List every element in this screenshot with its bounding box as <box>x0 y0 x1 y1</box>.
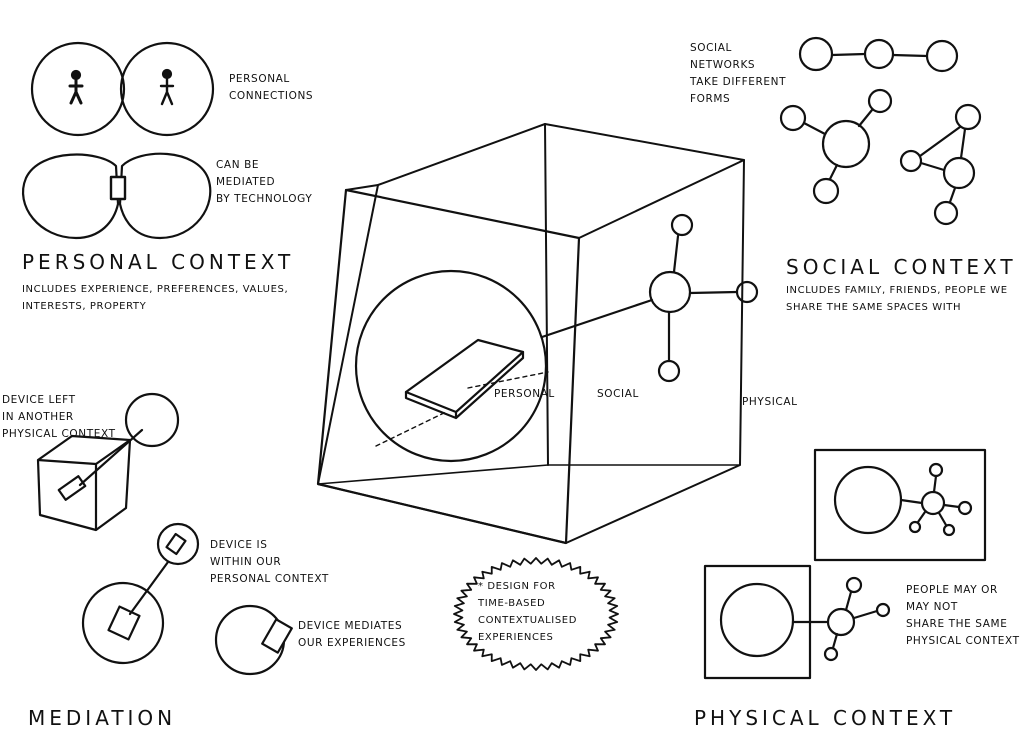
device-slab <box>404 338 525 414</box>
person-circle <box>719 582 795 658</box>
personal-context-title: PERSONAL CONTEXT <box>22 250 295 274</box>
physical-context-sketch <box>703 448 987 680</box>
network-node <box>925 39 959 73</box>
device-icon <box>109 175 127 201</box>
dashed-guides <box>375 371 549 447</box>
mediation-sketch <box>36 392 293 676</box>
device-icon <box>261 618 293 654</box>
device-icon <box>165 532 187 556</box>
personal-circle <box>81 581 165 665</box>
social-links <box>899 474 961 527</box>
network-link <box>918 125 967 204</box>
connection-line <box>78 428 144 487</box>
device-mediates-note: DEVICE MEDIATES OUR EXPERIENCES <box>298 620 406 649</box>
mediated-circle-right <box>118 152 212 240</box>
design-starburst <box>453 557 619 671</box>
social-networks-sketch <box>779 36 982 226</box>
network-node <box>798 36 834 72</box>
network-link <box>802 108 874 181</box>
social-node <box>657 359 681 383</box>
network-node <box>867 88 893 114</box>
network-link <box>830 52 929 58</box>
cube-label-physical: PHYSICAL <box>742 396 798 408</box>
person-circle-left <box>30 41 126 137</box>
personal-context-description: INCLUDES EXPERIENCE, PREFERENCES, VALUES… <box>22 284 289 312</box>
social-node <box>823 646 839 662</box>
person-context-circle <box>124 392 180 448</box>
social-node <box>928 462 944 478</box>
cube-hidden-edges <box>317 464 741 485</box>
mediated-connection-sketch <box>21 152 212 240</box>
network-node <box>779 104 807 132</box>
person-icon <box>159 68 175 106</box>
network-node <box>899 149 923 173</box>
box-context <box>36 434 132 532</box>
device-left-note: DEVICE LEFT IN ANOTHER PHYSICAL CONTEXT <box>2 394 116 440</box>
social-node <box>670 213 694 237</box>
network-node <box>821 119 871 169</box>
social-node <box>875 602 891 618</box>
social-node <box>942 523 956 537</box>
social-node <box>908 520 922 534</box>
physical-context-title: PHYSICAL CONTEXT <box>694 706 957 730</box>
social-hub-node <box>826 607 856 637</box>
context-cube <box>316 123 759 545</box>
device-icon <box>57 475 87 501</box>
design-note: * DESIGN FOR TIME-BASED CONTEXTUALISED E… <box>478 581 577 643</box>
cube-back-face <box>317 123 745 544</box>
cube-label-social: SOCIAL <box>597 388 639 400</box>
device-icon <box>107 605 141 641</box>
mediated-note: CAN BE MEDIATED BY TECHNOLOGY <box>216 159 313 205</box>
cube-top-edges <box>345 123 745 466</box>
person-circle <box>833 465 903 535</box>
network-node <box>933 200 959 226</box>
person-icon <box>68 69 84 105</box>
cube-front-face <box>316 188 581 545</box>
people-share-note: PEOPLE MAY OR MAY NOT SHARE THE SAME PHY… <box>906 584 1020 647</box>
social-hub-node <box>648 270 692 314</box>
personal-connections-note: PERSONAL CONNECTIONS <box>229 73 314 102</box>
personal-sphere <box>354 269 548 463</box>
social-links <box>667 234 739 363</box>
social-hub-node <box>920 490 946 516</box>
mediation-title: MEDIATION <box>28 706 177 730</box>
device-within-note: DEVICE IS WITHIN OUR PERSONAL CONTEXT <box>210 539 329 585</box>
social-node <box>735 280 759 304</box>
device-circle-small <box>156 522 200 566</box>
mediated-circle-left <box>21 153 120 240</box>
network-node <box>812 177 840 205</box>
social-networks-note: SOCIAL NETWORKS TAKE DIFFERENT FORMS <box>690 42 787 105</box>
social-links <box>791 590 879 650</box>
social-connector <box>540 298 654 339</box>
network-node <box>954 103 982 131</box>
social-context-description: INCLUDES FAMILY, FRIENDS, PEOPLE WE SHAR… <box>786 285 1008 313</box>
connection-line <box>128 560 170 616</box>
social-node <box>845 576 863 594</box>
cube-label-personal: PERSONAL <box>494 388 555 400</box>
network-node <box>942 156 976 190</box>
network-node <box>863 38 895 70</box>
person-circle-right <box>119 41 215 137</box>
social-context-title: SOCIAL CONTEXT <box>786 255 1017 279</box>
physical-frame <box>813 448 987 562</box>
personal-connections-sketch <box>30 41 215 137</box>
social-node <box>957 500 973 516</box>
